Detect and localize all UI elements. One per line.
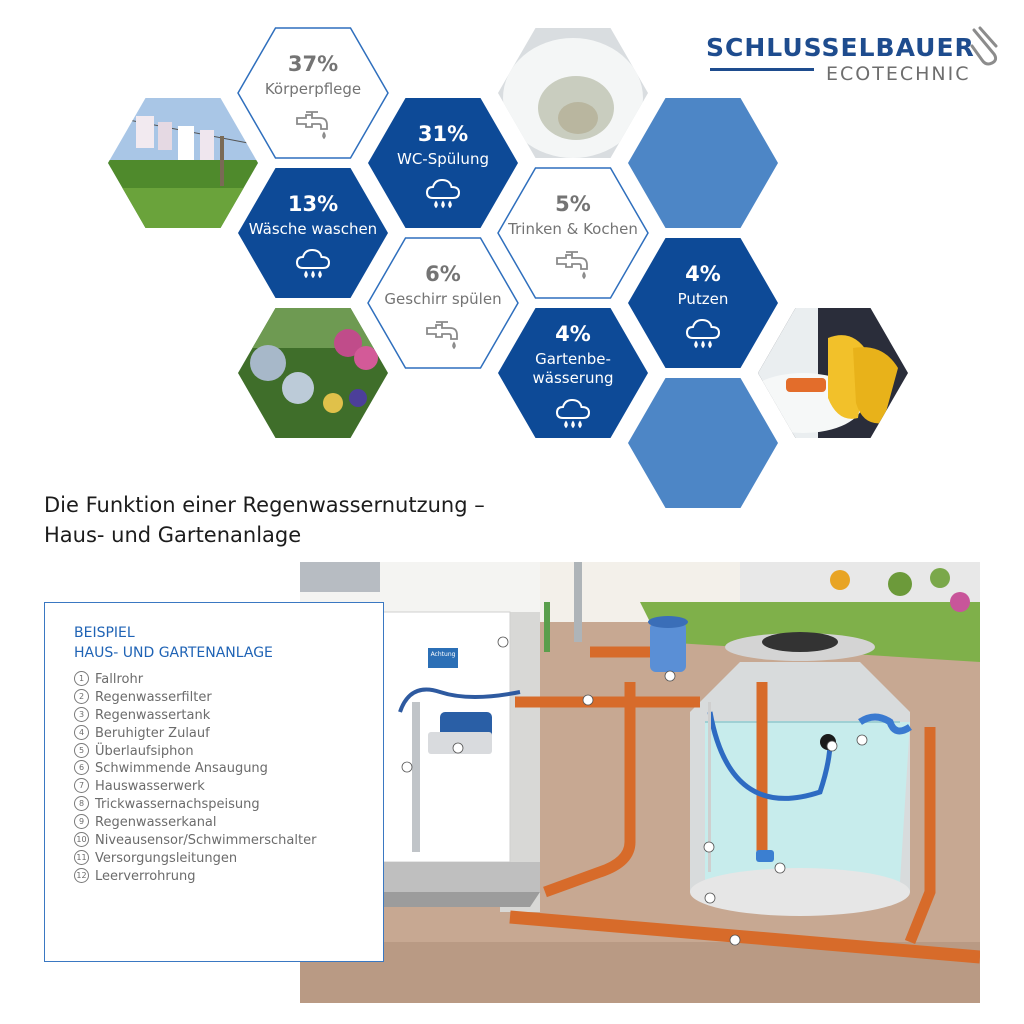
legend-item-number: 7 — [74, 778, 89, 794]
legend-item-number: 1 — [74, 671, 89, 686]
usage-hex-putzen: 4% Putzen — [628, 238, 778, 368]
legend-item: 5 Überlaufsiphon — [74, 742, 316, 761]
legend-title-line2: HAUS- UND GARTENANLAGE — [74, 645, 273, 661]
usage-hex-geschirr: 6% Geschirr spülen — [367, 237, 519, 369]
legend-item: 3 Regenwassertank — [74, 706, 316, 725]
legend-item: 4 Beruhigter Zulauf — [74, 724, 316, 743]
usage-hex-garten: 4% Gartenbe- wässerung — [498, 308, 648, 438]
legend-item: 12 Leerverrohrung — [74, 867, 316, 886]
legend-item-text: Fallrohr — [95, 672, 144, 687]
usage-hex-wc: 31% WC-Spülung — [368, 98, 518, 228]
paperclip-logo-icon — [970, 26, 998, 66]
legend-item: 11 Versorgungsleitungen — [74, 849, 316, 868]
legend-item: 6 Schwimmende Ansaugung — [74, 760, 316, 778]
legend-item: 8 Trickwassernachspeisung — [74, 796, 316, 814]
legend-item-number: 10 — [74, 832, 89, 848]
legend-item-number: 9 — [74, 814, 89, 830]
cleaning-photo-hex — [758, 308, 908, 438]
legend-item-text: Regenwasserkanal — [95, 815, 217, 831]
scene-sign-label: Achtung — [431, 651, 456, 658]
usage-pct: 6% — [425, 262, 461, 286]
legend-item-number: 6 — [74, 760, 89, 776]
usage-hex-trinken: 5% Trinken & Kochen — [497, 167, 649, 299]
laundry-photo-hex — [108, 98, 258, 228]
section-heading-line1: Die Funktion einer Regenwassernutzung – — [44, 493, 485, 517]
rain-cloud-icon — [684, 316, 722, 354]
usage-hex-koerperpflege: 37% Körperpflege — [237, 27, 389, 159]
usage-pct: 37% — [287, 52, 339, 76]
tap-icon — [294, 106, 332, 144]
garden-photo-hex — [238, 308, 388, 438]
legend-item-number: 3 — [74, 706, 89, 722]
legend-item-number: 11 — [74, 849, 89, 865]
legend-item-text: Niveausensor/Schwimmerschalter — [95, 833, 317, 849]
tap-icon — [554, 246, 592, 284]
usage-label: Putzen — [677, 290, 729, 308]
tap-icon — [424, 316, 462, 354]
legend-item-number: 5 — [74, 742, 89, 758]
usage-label: WC-Spülung — [397, 150, 489, 168]
legend-item-text: Regenwasserfilter — [95, 689, 212, 705]
legend-item-number: 12 — [74, 867, 89, 883]
section-heading-line2: Haus- und Gartenanlage — [44, 523, 302, 547]
legend-item: 1 Fallrohr — [74, 671, 316, 689]
legend-title: BEISPIEL HAUS- UND GARTENANLAGE — [74, 623, 273, 663]
usage-pct: 4% — [685, 262, 721, 286]
legend-item: 9 Regenwasserkanal — [74, 814, 316, 832]
legend-item-text: Schwimmende Ansaugung — [95, 761, 268, 777]
legend-item-text: Versorgungsleitungen — [95, 850, 238, 866]
usage-pct: 31% — [417, 122, 469, 146]
legend-item-text: Regenwassertank — [95, 707, 211, 723]
rain-cloud-icon — [294, 246, 332, 284]
legend-item-number: 4 — [74, 724, 89, 740]
usage-pct: 5% — [555, 192, 591, 216]
legend-item-number: 8 — [74, 796, 89, 812]
decor-hex — [628, 98, 778, 228]
usage-pct: 13% — [287, 192, 339, 216]
legend-item-text: Überlaufsiphon — [95, 743, 194, 759]
legend-item: 2 Regenwasserfilter — [74, 688, 316, 707]
legend-item: 10 Niveausensor/Schwimmerschalter — [74, 832, 316, 850]
usage-label: Trinken & Kochen — [508, 220, 638, 238]
legend-title-line1: BEISPIEL — [74, 625, 135, 641]
usage-label-line1: Gartenbe- — [535, 350, 611, 368]
legend-item-text: Leerverrohrung — [95, 868, 196, 884]
legend-item-text: Trickwassernachspeisung — [95, 797, 260, 813]
legend-item-number: 2 — [74, 688, 89, 704]
legend-item-text: Hauswasserwerk — [95, 779, 205, 795]
usage-label: Körperpflege — [264, 80, 362, 98]
brand-logo-text: SCHLUSSELBAUER — [706, 33, 975, 62]
toilet-photo-hex — [498, 28, 648, 158]
decor-hex — [628, 378, 778, 508]
usage-label: Wäsche waschen — [248, 220, 378, 238]
usage-label-line2: wässerung — [532, 369, 614, 387]
legend-panel: BEISPIEL HAUS- UND GARTENANLAGE 1 Fallroh… — [44, 602, 384, 962]
usage-hex-waesche: 13% Wäsche waschen — [238, 168, 388, 298]
usage-pct: 4% — [555, 322, 591, 346]
section-heading: Die Funktion einer Regenwassernutzung – … — [44, 490, 485, 550]
brand-logo-subtitle: ECOTECHNIC — [826, 63, 971, 85]
legend-item-text: Beruhigter Zulauf — [95, 725, 210, 741]
rain-cloud-icon — [424, 176, 462, 214]
rain-cloud-icon — [554, 396, 592, 434]
rainwater-system-illustration: Achtung — [300, 562, 980, 1003]
legend-item: 7 Hauswasserwerk — [74, 778, 316, 796]
usage-label: Geschirr spülen — [384, 290, 502, 308]
brand-logo-rule — [710, 68, 814, 71]
